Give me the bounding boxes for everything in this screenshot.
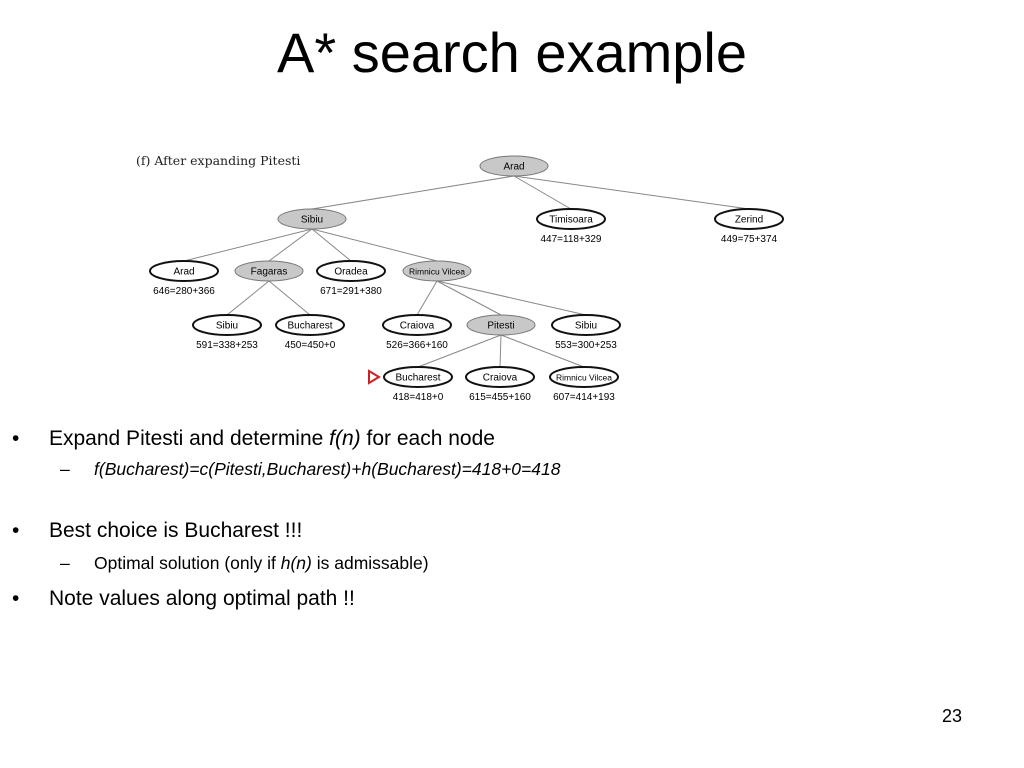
node-label: Timisoara <box>549 215 593 226</box>
tree-edge <box>499 334 502 368</box>
node-label: Sibiu <box>216 321 238 332</box>
node-label: Sibiu <box>301 215 323 226</box>
node-ellipse <box>383 366 453 388</box>
node-ellipse <box>402 260 472 282</box>
selection-marker-icon <box>368 369 381 385</box>
tree-node: Pitesti <box>466 314 536 336</box>
bullet-symbol: • <box>12 519 20 542</box>
node-label: Bucharest <box>395 373 440 384</box>
node-ellipse <box>466 314 536 336</box>
node-score: 449=75+374 <box>721 234 778 245</box>
node-label: Oradea <box>334 267 368 278</box>
node-label: Bucharest <box>287 321 332 332</box>
tree-edge <box>513 175 750 210</box>
node-label: Craiova <box>400 321 435 332</box>
node-score: 615=455+160 <box>469 392 531 403</box>
node-ellipse <box>536 208 606 230</box>
node-ellipse <box>277 208 347 230</box>
bullet-text: Best choice is Bucharest !!! <box>49 519 303 542</box>
tree-edge <box>500 334 585 368</box>
node-label: Arad <box>503 162 524 173</box>
node-score: 418=418+0 <box>393 392 444 403</box>
node-label: Sibiu <box>575 321 597 332</box>
tree-edge <box>436 280 502 316</box>
tree-node: Sibiu 553=300+253 <box>551 314 621 351</box>
dash-symbol: – <box>60 459 70 479</box>
bullet-text: for each node <box>360 427 495 450</box>
tree-edge <box>226 280 270 316</box>
dash-symbol: – <box>60 553 70 573</box>
node-label: Fagaras <box>251 267 288 278</box>
node-ellipse <box>479 155 549 177</box>
tree-edge <box>183 228 313 262</box>
node-ellipse <box>551 314 621 336</box>
tree-node: Bucharest 418=418+0 <box>368 366 453 403</box>
tree-edge <box>311 175 515 210</box>
node-score: 646=280+366 <box>153 286 215 297</box>
node-ellipse <box>549 366 619 388</box>
node-ellipse <box>234 260 304 282</box>
tree-edge <box>513 175 572 210</box>
node-ellipse <box>382 314 452 336</box>
tree-edge <box>268 228 313 262</box>
tree-node: Timisoara 447=118+329 <box>536 208 606 245</box>
tree-node: Craiova 615=455+160 <box>465 366 535 403</box>
tree-edge <box>417 334 502 368</box>
node-label: Rimnicu Vilcea <box>556 374 613 383</box>
sub-bullet-italic: h(n) <box>280 553 312 573</box>
node-ellipse <box>149 260 219 282</box>
tree-node: Zerind 449=75+374 <box>714 208 784 245</box>
slide-title: A* search example <box>276 21 747 84</box>
tree-node: Arad <box>479 155 549 177</box>
sub-bullet-text: is admissable) <box>311 553 429 573</box>
node-label: Zerind <box>735 215 763 226</box>
node-score: 526=366+160 <box>386 340 448 351</box>
tree-node: Sibiu 591=338+253 <box>192 314 262 351</box>
node-ellipse <box>316 260 386 282</box>
bullet-text: Expand Pitesti and determine <box>49 427 330 450</box>
tree-edge <box>436 280 587 316</box>
tree-edge <box>268 280 311 316</box>
bullet-symbol: • <box>12 587 20 610</box>
node-score: 447=118+329 <box>541 234 602 245</box>
node-score: 671=291+380 <box>320 286 382 297</box>
tree-node: Bucharest 450=450+0 <box>275 314 345 351</box>
tree-edge <box>311 228 352 262</box>
node-ellipse <box>465 366 535 388</box>
bullet-text: Note values along optimal path !! <box>49 587 355 610</box>
tree-node: Fagaras <box>234 260 304 282</box>
node-label: Pitesti <box>487 321 514 332</box>
tree-node: Rimnicu Vilcea 607=414+193 <box>549 366 619 403</box>
node-ellipse <box>192 314 262 336</box>
tree-node: Rimnicu Vilcea <box>402 260 472 282</box>
node-label: Craiova <box>483 373 518 384</box>
bullet-italic: f(n) <box>329 427 361 450</box>
node-label: Rimnicu Vilcea <box>409 268 466 277</box>
tree-node: Oradea 671=291+380 <box>316 260 386 297</box>
node-score: 553=300+253 <box>555 340 617 351</box>
bullet-symbol: • <box>12 427 20 450</box>
node-score: 591=338+253 <box>196 340 258 351</box>
node-score: 450=450+0 <box>285 340 336 351</box>
formula-text: f(Bucharest)=c(Pitesti,Bucharest)+h(Buch… <box>94 459 561 479</box>
node-score: 607=414+193 <box>553 392 615 403</box>
sub-bullet-text: Optimal solution (only if <box>94 553 281 573</box>
tree-node: Craiova 526=366+160 <box>382 314 452 351</box>
node-label: Arad <box>173 267 194 278</box>
tree-edge <box>311 228 438 262</box>
tree-edge <box>416 280 438 316</box>
node-ellipse <box>275 314 345 336</box>
node-ellipse <box>714 208 784 230</box>
figure-label: (f) After expanding Pitesti <box>136 153 301 168</box>
tree-node: Arad 646=280+366 <box>149 260 219 297</box>
page-number: 23 <box>941 706 962 726</box>
tree-node: Sibiu <box>277 208 347 230</box>
